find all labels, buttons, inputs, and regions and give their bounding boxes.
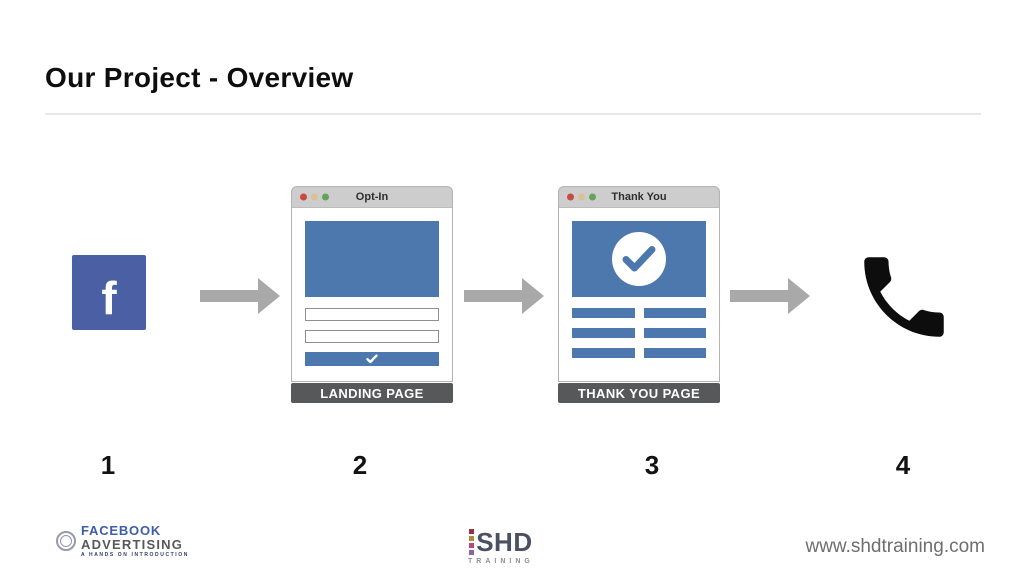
shd-logo-row: SHD [469,529,532,555]
logo-line-facebook: FACEBOOK [81,523,162,538]
facebook-letter: f [101,271,117,324]
step-number-1: 1 [100,450,116,480]
shd-logo-name: SHD [476,527,533,557]
thankyou-titlebar: Thank You [558,186,720,208]
thankyou-body [558,208,720,382]
arrow-head [522,278,544,314]
optin-window-title: Opt-In [355,191,389,203]
phone-icon [864,257,944,337]
thankyou-hero-block [572,221,706,297]
flow-arrow-3 [730,278,810,314]
optin-hero-block [305,221,439,297]
window-control-dots [567,193,596,201]
arrow-shaft [464,290,522,302]
text-bar [643,348,706,358]
logo-circle-inner [60,535,72,548]
arrow-head [258,278,280,314]
shd-square [469,550,475,555]
window-control-dots [300,193,329,201]
text-bar [572,348,635,358]
flow-arrow-1 [200,278,280,314]
text-bar [572,328,635,338]
optin-titlebar: Opt-In [291,186,453,208]
website-url: www.shdtraining.com [805,536,985,557]
optin-input-field-1 [305,308,439,321]
text-bar [643,328,706,338]
zoom-dot-icon [589,193,596,201]
shd-logo-subtitle: TRAINING [468,558,534,565]
logo-circle-icon [56,531,76,552]
checkmark-icon [366,354,378,364]
success-check-circle [612,232,666,286]
optin-window: Opt-In LANDING PAGE [291,186,453,403]
logo-line-advertising: ADVERTISING [81,536,184,552]
checkmark-icon [622,246,656,272]
logo-text-block: FACEBOOK ADVERTISING A HANDS ON INTRODUC… [81,524,189,559]
arrow-shaft [730,290,788,302]
landing-page-label: LANDING PAGE [291,383,453,403]
page-title: Our Project - Overview [45,62,354,93]
arrow-shaft [200,290,258,302]
thankyou-window-title: Thank You [611,191,667,203]
minimize-dot-icon [578,193,585,201]
thankyou-window: Thank You THANK YOU PAGE [558,186,720,403]
flow-arrow-2 [464,278,544,314]
close-dot-icon [567,193,574,201]
arrow-head [788,278,810,314]
step-number-4: 4 [895,450,911,480]
facebook-icon: f [72,255,146,330]
optin-body [291,208,453,382]
step-number-3: 3 [644,450,660,480]
shd-square [469,536,475,541]
text-bar [572,308,635,318]
zoom-dot-icon [322,193,329,201]
text-line-bars [572,308,706,358]
shd-square [469,529,475,534]
text-bar [643,308,706,318]
close-dot-icon [300,193,307,201]
shd-training-logo: SHD TRAINING [468,529,534,565]
optin-submit-button [305,352,439,366]
shd-square [469,543,475,548]
shd-colored-squares-icon [469,529,475,555]
optin-input-field-2 [305,330,439,343]
minimize-dot-icon [311,193,318,201]
facebook-advertising-logo: FACEBOOK ADVERTISING A HANDS ON INTRODUC… [56,524,189,559]
logo-tagline: A HANDS ON INTRODUCTION [81,552,190,559]
thankyou-page-label: THANK YOU PAGE [558,383,720,403]
title-divider [45,113,981,115]
step-number-2: 2 [352,450,368,480]
